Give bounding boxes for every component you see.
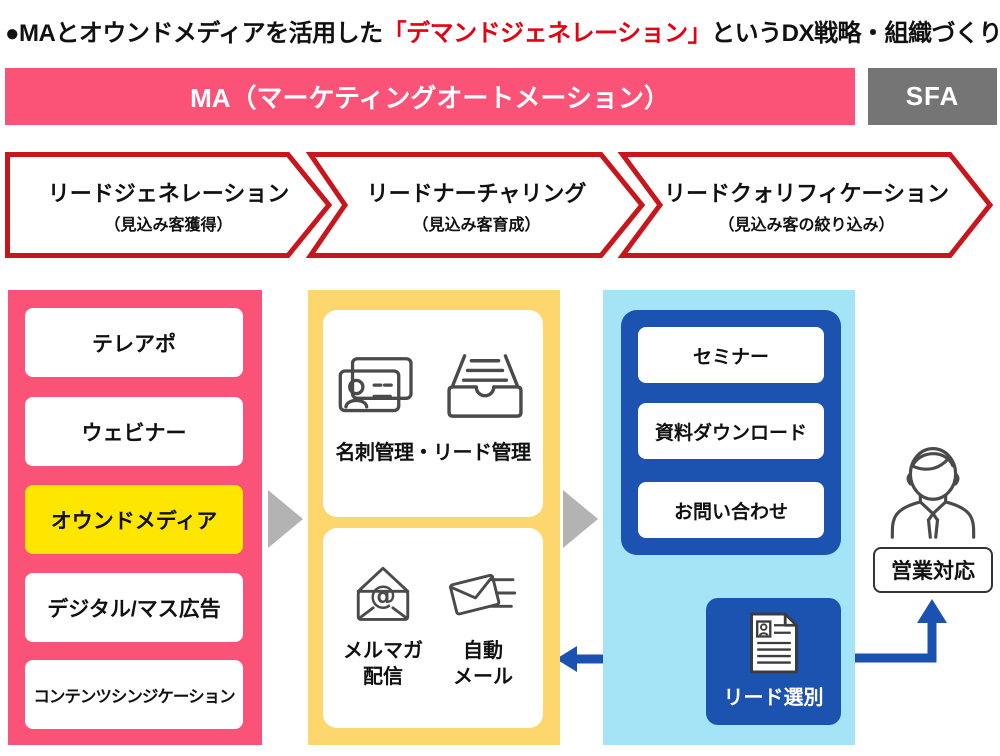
- channel-contact: お問い合わせ: [638, 482, 824, 538]
- mail-magazine-icon: @: [356, 566, 410, 621]
- lead-management-icons: [323, 348, 543, 420]
- up-arrowhead-icon: [917, 599, 947, 623]
- funnel-stage-label: リードナーチャリング: [366, 180, 587, 206]
- ma-banner-label: MA（マーケティングオートメーション）: [190, 83, 670, 113]
- funnel-stage-text: リードジェネレーション （見込み客獲得）: [5, 152, 332, 258]
- ma-banner: MA（マーケティングオートメーション）: [5, 68, 855, 125]
- sales-response-box: 営業対応: [873, 547, 993, 593]
- funnel-stage-lead-nurturing: リードナーチャリング （見込み客育成）: [305, 152, 646, 258]
- lead-management-card: 名刺管理・リード管理: [323, 310, 543, 517]
- sales-response-label: 営業対応: [891, 560, 975, 583]
- channel-telemarketing: テレアポ: [25, 308, 243, 377]
- channel-label: ウェビナー: [81, 421, 187, 445]
- lead-generation-column: テレアポ ウェビナー オウンドメディア デジタル/マス広告 コンテンツシンジケー…: [8, 290, 262, 745]
- channel-label: オウンドメディア: [50, 509, 218, 533]
- lead-document-icon: [749, 612, 798, 674]
- chevron-shape: [305, 152, 646, 258]
- qualification-column: セミナー 資料ダウンロード お問い合わせ リード選別: [603, 290, 855, 745]
- sfa-box: SFA: [868, 68, 997, 125]
- channel-owned-media-highlighted: オウンドメディア: [25, 485, 243, 554]
- mail-magazine-label: メルマガ 配信: [343, 638, 423, 690]
- lead-selection-box: リード選別: [706, 598, 841, 725]
- lead-management-label: 名刺管理・リード管理: [335, 442, 532, 464]
- channel-label: 資料ダウンロード: [654, 422, 807, 444]
- channel-digital-mass-ads: デジタル/マス広告: [25, 573, 243, 642]
- channel-webinar: ウェビナー: [25, 397, 243, 466]
- card-tray-icon: [447, 354, 523, 418]
- funnel-stage-text: リードクォリフィケーション （見込み客の絞り込み）: [620, 152, 993, 258]
- channel-label: デジタル/マス広告: [47, 597, 221, 621]
- funnel-stage-label: リードジェネレーション: [47, 180, 290, 206]
- mail-card: @ メルマガ 配信 自: [323, 528, 543, 728]
- nurturing-column: 名刺管理・リード管理 @ メルマガ 配信: [308, 290, 560, 745]
- mail-magazine-item: @ メルマガ 配信: [333, 558, 433, 690]
- channel-document-download: 資料ダウンロード: [638, 403, 824, 459]
- right-arrow-icon: [563, 490, 598, 548]
- funnel-stage-text: リードナーチャリング （見込み客育成）: [308, 152, 645, 258]
- mail-items: @ メルマガ 配信 自: [323, 528, 543, 690]
- label-line: メルマガ: [343, 640, 423, 662]
- channel-label: セミナー: [692, 346, 769, 368]
- label-line: 配信: [363, 666, 403, 688]
- auto-mail-icon: [448, 573, 517, 616]
- sfa-label: SFA: [905, 81, 960, 111]
- label-line: メール: [453, 666, 513, 688]
- auto-mail-label: 自動 メール: [453, 638, 513, 690]
- channel-label: コンテンツシンジケーション: [33, 687, 235, 706]
- funnel-stage-sublabel: （見込み客の絞り込み）: [718, 216, 895, 234]
- lead-selection-label: リード選別: [723, 687, 824, 709]
- funnel-stage-sublabel: （見込み客獲得）: [104, 216, 233, 234]
- title-prefix: ●MAとオウンドメディアを活用した: [5, 20, 383, 47]
- page-title: ●MAとオウンドメディアを活用した「デマンドジェネレーション」というDX戦略・組…: [5, 13, 1000, 48]
- label-line: 自動: [463, 640, 503, 662]
- funnel-stage-lead-qualification: リードクォリフィケーション （見込み客の絞り込み）: [617, 152, 994, 258]
- channel-content-syndication: コンテンツシンジケーション: [25, 660, 243, 729]
- chevron-shape: [617, 152, 994, 258]
- business-cards-icon: [338, 357, 413, 413]
- channel-seminar: セミナー: [638, 327, 824, 383]
- inbound-channels-box: セミナー 資料ダウンロード お問い合わせ: [621, 310, 841, 555]
- funnel-stage-sublabel: （見込み客育成）: [412, 216, 541, 234]
- businessman-icon: [890, 447, 976, 539]
- auto-mail-item: 自動 メール: [433, 558, 533, 690]
- title-highlight: 「デマンドジェネレーション」: [382, 20, 712, 47]
- chevron-shape: [5, 152, 333, 258]
- right-arrow-icon: [268, 490, 303, 548]
- channel-label: テレアポ: [92, 332, 176, 356]
- funnel-stage-label: リードクォリフィケーション: [663, 180, 950, 206]
- funnel-stage-lead-generation: リードジェネレーション （見込み客獲得）: [5, 152, 333, 258]
- svg-text:@: @: [370, 581, 396, 612]
- channel-label: お問い合わせ: [673, 501, 788, 523]
- title-suffix: というDX戦略・組織づくり: [711, 20, 1000, 47]
